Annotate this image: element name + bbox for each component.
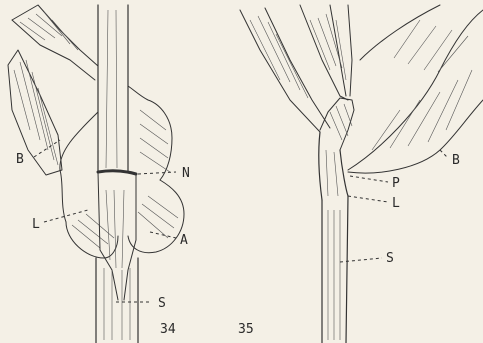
fig35-label-B: B [452, 153, 460, 168]
fig34-label-S: S [158, 296, 166, 311]
fig34-label-A: A [180, 233, 188, 248]
fig35-label-S: S [386, 251, 394, 266]
fig34-label-B: B [16, 152, 24, 167]
figure-34: B N L A S 34 [8, 5, 190, 343]
fig35-label-P: P [392, 176, 400, 191]
figure-35: P L S B 35 [238, 5, 483, 343]
fig35-label-L: L [392, 196, 400, 211]
figure-35-number: 35 [238, 322, 254, 337]
figure-34-number: 34 [160, 322, 176, 337]
fig34-label-L: L [32, 217, 40, 232]
fig34-label-N: N [182, 166, 190, 181]
